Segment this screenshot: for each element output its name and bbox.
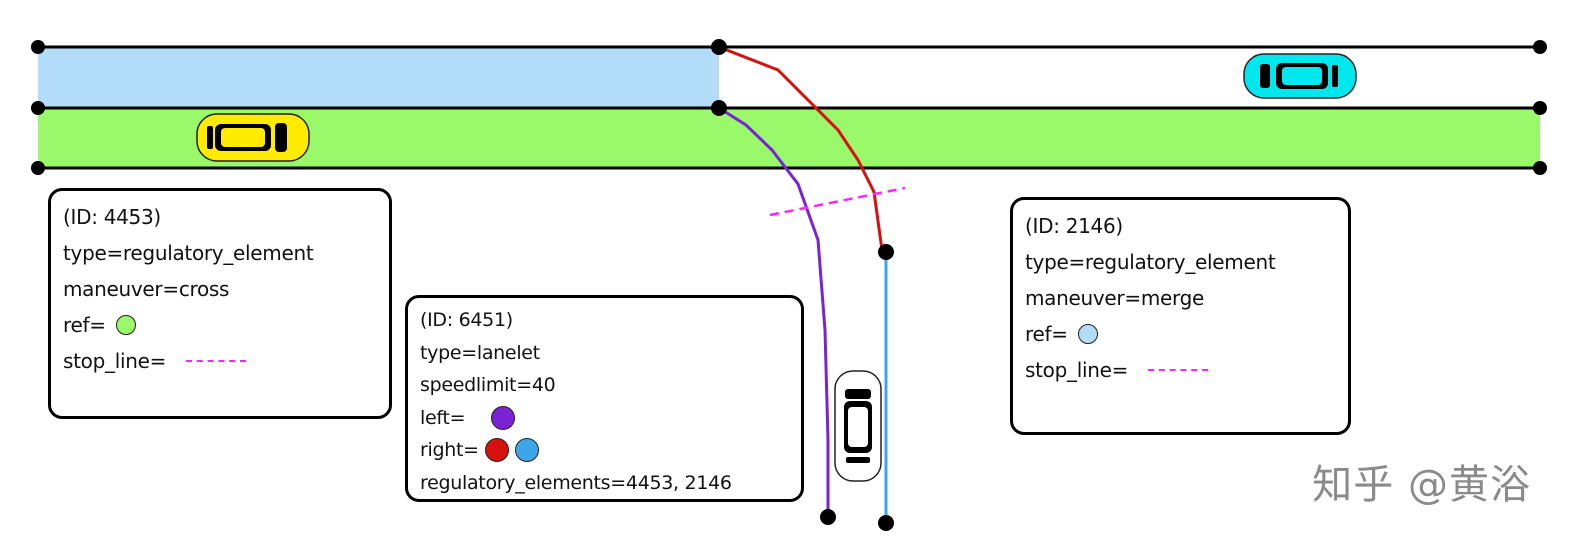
ref-color-dot	[115, 315, 136, 335]
lanelet-6451-box: (ID: 6451) type=lanelet speedlimit=40 le…	[405, 295, 804, 502]
lane-blue-fill	[38, 47, 719, 108]
stop-line-swatch	[1148, 369, 1209, 371]
type-line: type=lanelet	[420, 341, 540, 364]
id-line: (ID: 2146)	[1025, 214, 1123, 238]
left-label: left=	[420, 406, 466, 429]
ref-line: ref=	[1025, 316, 1336, 352]
left-color-dot	[491, 405, 516, 430]
stop-line-swatch	[186, 360, 247, 362]
stop-line-line: stop_line=	[1025, 352, 1336, 388]
node	[1533, 40, 1547, 54]
node	[711, 100, 727, 116]
right-color-dot-blue	[514, 438, 539, 463]
purple-left-boundary	[718, 106, 830, 517]
white-car-icon	[834, 370, 882, 482]
yellow-car-icon	[196, 113, 310, 162]
id-line: (ID: 4453)	[63, 205, 161, 229]
right-color-dot-red	[484, 438, 509, 463]
node	[711, 39, 727, 55]
stop-line-label: stop_line=	[63, 349, 167, 373]
right-label: right=	[420, 439, 479, 462]
type-line: type=regulatory_element	[63, 241, 314, 265]
node	[31, 161, 45, 175]
left-line: left=	[420, 402, 789, 435]
speedlimit-line: speedlimit=40	[420, 374, 556, 397]
node	[1533, 161, 1547, 175]
watermark: 知乎 @黄浴	[1312, 462, 1531, 508]
id-line: (ID: 6451)	[420, 309, 513, 332]
maneuver-line: maneuver=cross	[63, 277, 230, 301]
maneuver-line: maneuver=merge	[1025, 286, 1204, 310]
node	[878, 244, 894, 260]
stop-line	[769, 186, 906, 217]
regulatory-element-4453-box: (ID: 4453) type=regulatory_element maneu…	[48, 188, 392, 419]
boundary-nodes	[31, 39, 1547, 531]
node	[1533, 101, 1547, 115]
red-right-boundary	[718, 45, 884, 251]
stop-line-line: stop_line=	[63, 343, 377, 379]
node	[820, 509, 836, 525]
stop-line-label: stop_line=	[1025, 358, 1129, 382]
ref-label: ref=	[1025, 322, 1068, 346]
ref-label: ref=	[63, 313, 106, 337]
type-line: type=regulatory_element	[1025, 250, 1276, 274]
node	[878, 515, 894, 531]
cyan-car-icon	[1243, 53, 1357, 99]
regulatory-elements-line: regulatory_elements=4453, 2146	[420, 471, 732, 494]
lane-boundaries	[38, 45, 1540, 170]
right-line: right=	[420, 434, 789, 467]
regulatory-element-2146-box: (ID: 2146) type=regulatory_element maneu…	[1010, 197, 1351, 435]
ref-color-dot	[1077, 324, 1098, 344]
ref-line: ref=	[63, 307, 377, 343]
node	[31, 40, 45, 54]
node	[31, 101, 45, 115]
